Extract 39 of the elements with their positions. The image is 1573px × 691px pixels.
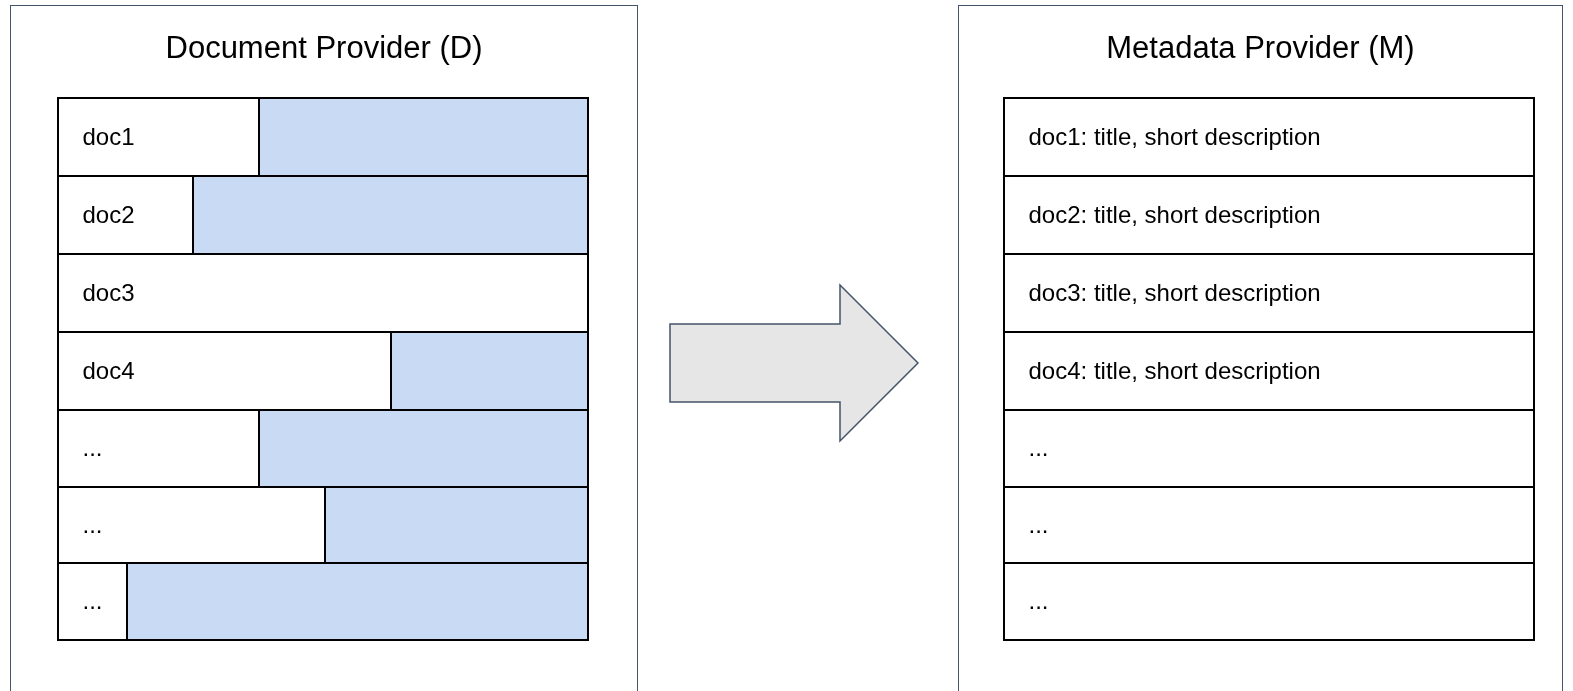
row-label: ...: [82, 510, 103, 539]
document-row: [56, 330, 589, 411]
provider-panel: [958, 5, 1563, 691]
document-row: [1002, 561, 1535, 641]
document-row: [56, 174, 589, 255]
document-row: [1002, 174, 1535, 255]
row-label: ...: [1028, 434, 1049, 462]
document-row: [1002, 96, 1535, 177]
provider-panel: [10, 5, 638, 691]
row-label: doc1: [82, 122, 135, 151]
document-row: [1002, 330, 1535, 411]
row-label: ...: [82, 434, 103, 462]
document-row: [56, 252, 589, 333]
document-row: [1002, 252, 1535, 333]
document-row: [56, 96, 589, 177]
fill-bar: [257, 98, 587, 175]
row-label: ...: [1028, 587, 1049, 615]
block-arrow: [669, 283, 920, 443]
document-row: [1002, 408, 1535, 488]
row-label: doc1: title, short description: [1028, 122, 1321, 151]
document-row: [56, 561, 589, 641]
panel-title: Document Provider (D): [164, 30, 484, 66]
row-label: doc4: [82, 356, 135, 385]
panel-title: Metadata Provider (M): [1105, 30, 1416, 66]
fill-bar: [125, 563, 587, 639]
fill-bar: [257, 410, 587, 486]
fill-bar: [389, 332, 587, 409]
document-row: [1002, 485, 1535, 564]
fill-bar: [191, 176, 587, 253]
fill-bar: [323, 487, 587, 562]
row-label: ...: [82, 587, 103, 615]
row-label: doc3: title, short description: [1028, 278, 1321, 307]
row-label: doc4: title, short description: [1028, 356, 1321, 385]
document-row: [56, 408, 589, 488]
row-label: doc3: [82, 278, 135, 307]
document-row: [56, 485, 589, 564]
row-label: doc2: title, short description: [1028, 200, 1321, 229]
row-label: doc2: [82, 200, 135, 229]
row-label: ...: [1028, 510, 1049, 539]
